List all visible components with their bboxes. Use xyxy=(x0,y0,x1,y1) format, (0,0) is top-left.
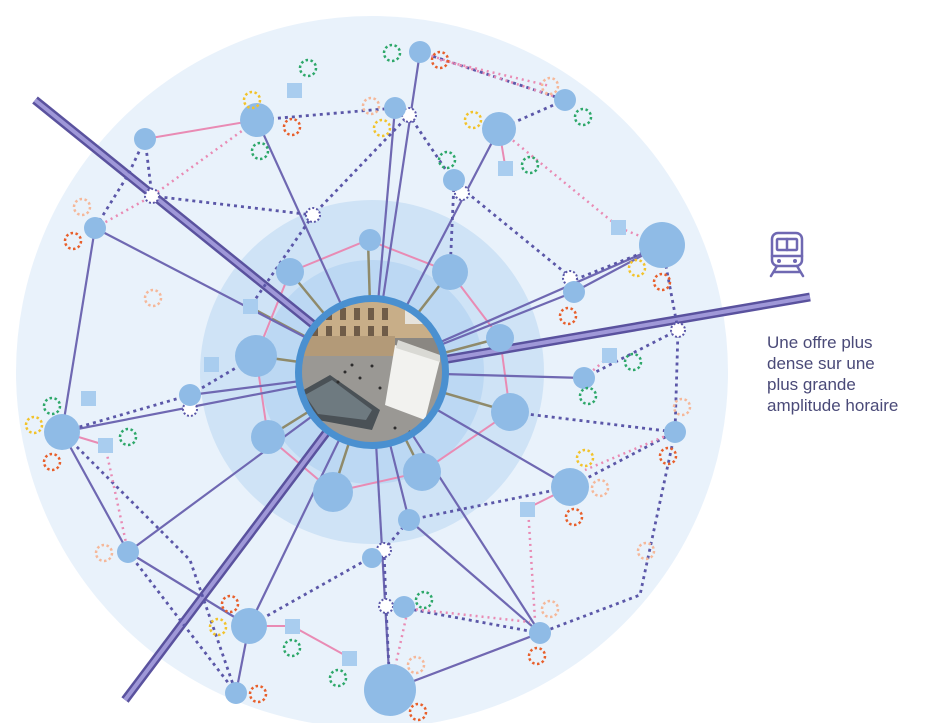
dotted-rings xyxy=(24,43,692,722)
city-square-tram-photo xyxy=(295,295,449,449)
caption: Une offre plus dense sur une plus grande… xyxy=(767,332,939,416)
caption-line-1: Une offre plus xyxy=(767,333,873,352)
stop-squares xyxy=(81,83,626,666)
nodes xyxy=(44,41,686,716)
train-icon xyxy=(769,231,805,278)
caption-line-2: dense sur une xyxy=(767,354,875,373)
caption-line-4: amplitude horaire xyxy=(767,396,899,415)
caption-line-3: plus grande xyxy=(767,375,856,394)
